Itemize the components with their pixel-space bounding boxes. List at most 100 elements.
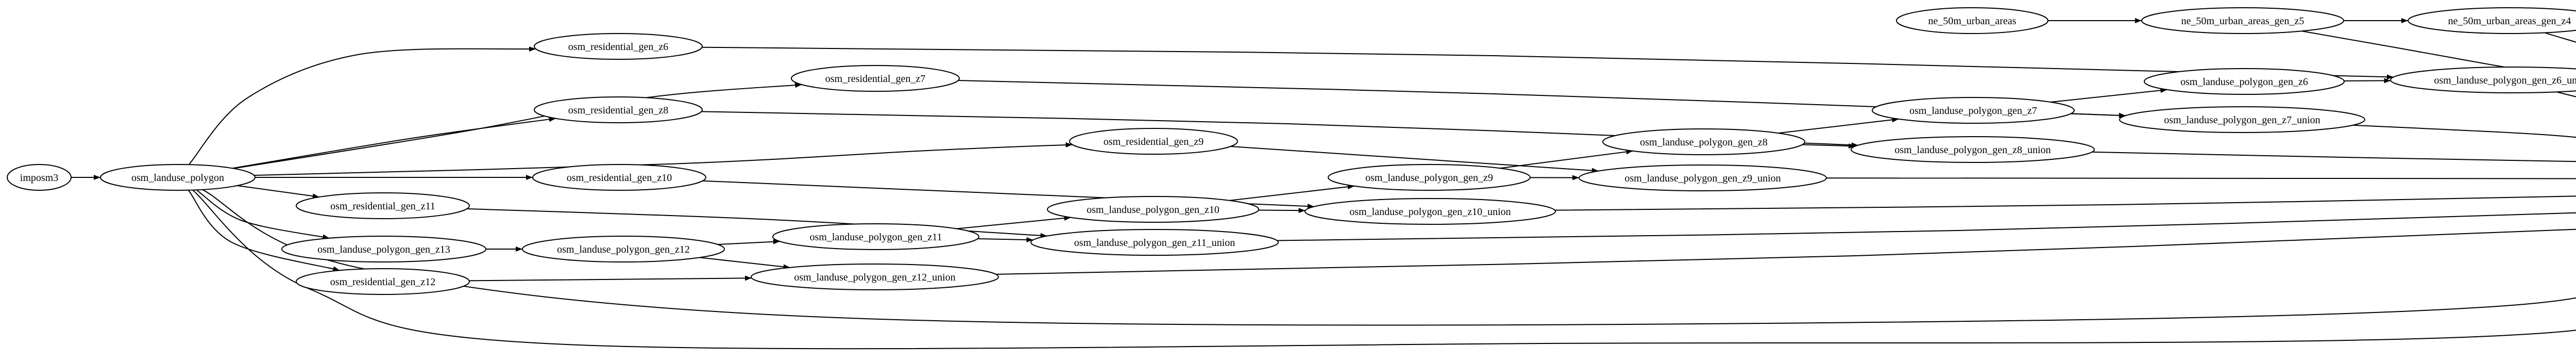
- node-ellipse-osm_landuse_polygon_gen_z9_union: [1579, 164, 1827, 191]
- node-osm_landuse_polygon_gen_z9_union: osm_landuse_polygon_gen_z9_union: [1579, 164, 1827, 191]
- node-label-osm_landuse_polygon_gen_z13: osm_landuse_polygon_gen_z13: [317, 244, 450, 255]
- node-label-osm_landuse_polygon_gen_z11: osm_landuse_polygon_gen_z11: [809, 232, 942, 243]
- node-osm_landuse_polygon_gen_z11_union: osm_landuse_polygon_gen_z11_union: [1030, 229, 1279, 256]
- node-ne_50m_urban_areas_gen_z5: ne_50m_urban_areas_gen_z5: [2141, 7, 2344, 34]
- edge-osm_landuse_polygon_gen_z10-to-osm_landuse_polygon_gen_z10_union: [1258, 208, 1306, 213]
- node-label-osm_landuse_polygon_gen_z6: osm_landuse_polygon_gen_z6: [2180, 76, 2308, 88]
- node-osm_residential_gen_z10: osm_residential_gen_z10: [532, 164, 706, 191]
- node-osm_landuse_polygon_gen_z7_union: osm_landuse_polygon_gen_z7_union: [2119, 106, 2365, 133]
- node-ellipse-osm_landuse_polygon_gen_z13: [281, 236, 486, 262]
- node-label-osm_residential_gen_z12: osm_residential_gen_z12: [330, 276, 435, 288]
- node-ellipse-osm_landuse_polygon: [100, 164, 256, 191]
- node-ellipse-osm_landuse_polygon_gen_z10_union: [1304, 198, 1556, 225]
- node-osm_landuse_polygon_gen_z12_union: osm_landuse_polygon_gen_z12_union: [751, 264, 999, 290]
- node-ellipse-osm_landuse_polygon_gen_z8_union: [1851, 136, 2095, 163]
- node-osm_landuse_polygon_gen_z10_union: osm_landuse_polygon_gen_z10_union: [1304, 198, 1556, 225]
- node-osm_landuse_polygon_gen_z8: osm_landuse_polygon_gen_z8: [1602, 128, 1805, 155]
- node-osm_landuse_polygon_gen_z13: osm_landuse_polygon_gen_z13: [281, 236, 486, 262]
- node-ellipse-osm_residential_gen_z6: [534, 33, 703, 60]
- node-osm_landuse_polygon_gen_z7: osm_landuse_polygon_gen_z7: [1872, 97, 2075, 124]
- edge-osm_landuse_polygon_gen_z12-to-osm_landuse_polygon_gen_z12_union: [699, 257, 790, 270]
- edge-osm_residential_gen_z6-to-osm_landuse_polygon_gen_z6_union: [702, 46, 2394, 80]
- node-ellipse-osm_residential_gen_z7: [791, 65, 960, 92]
- node-ne_50m_urban_areas: ne_50m_urban_areas: [1896, 7, 2048, 34]
- edge-osm_landuse_polygon_gen_z11-to-osm_landuse_polygon_gen_z10: [956, 216, 1071, 229]
- edge-osm_residential_gen_z12-to-osm_landuse_polygon_gen_z12_union: [469, 275, 752, 282]
- node-ellipse-osm_landuse_polygon_gen_z6_union: [2390, 67, 2576, 93]
- node-label-imposm3: imposm3: [20, 172, 58, 184]
- node-ellipse-osm_landuse_polygon_gen_z7: [1872, 97, 2075, 124]
- edge-osm_landuse_polygon_gen_z8-to-osm_landuse_polygon_gen_z7: [1778, 117, 1899, 134]
- node-label-osm_landuse_polygon_gen_z11_union: osm_landuse_polygon_gen_z11_union: [1074, 237, 1235, 249]
- node-osm_landuse_polygon_gen_z6: osm_landuse_polygon_gen_z6: [2144, 68, 2345, 95]
- node-label-ne_50m_urban_areas: ne_50m_urban_areas: [1928, 15, 2016, 27]
- node-osm_landuse_polygon_gen_z11: osm_landuse_polygon_gen_z11: [772, 223, 979, 250]
- edge-osm_landuse_polygon_gen_z8_union-to-layer_landuse-z8: [2092, 151, 2576, 162]
- node-ellipse-imposm3: [7, 164, 72, 191]
- node-osm_landuse_polygon: osm_landuse_polygon: [100, 164, 256, 191]
- edge-osm_landuse_polygon_gen_z12-to-osm_landuse_polygon_gen_z11: [717, 239, 780, 245]
- node-label-osm_residential_gen_z10: osm_residential_gen_z10: [567, 172, 672, 184]
- node-label-osm_landuse_polygon_gen_z7_union: osm_landuse_polygon_gen_z7_union: [2164, 114, 2320, 126]
- node-ellipse-ne_50m_urban_areas: [1896, 7, 2048, 34]
- edge-osm_landuse_polygon-to-osm_residential_gen_z11: [237, 185, 320, 199]
- edge-osm_landuse_polygon-to-osm_residential_gen_z7: [233, 83, 802, 169]
- node-ellipse-osm_landuse_polygon_gen_z6: [2144, 68, 2345, 95]
- node-label-osm_residential_gen_z9: osm_residential_gen_z9: [1104, 136, 1204, 147]
- node-ellipse-osm_landuse_polygon_gen_z7_union: [2119, 106, 2365, 133]
- edge-osm_landuse_polygon-to-osm_residential_gen_z9: [254, 142, 1073, 176]
- node-label-ne_50m_urban_areas_gen_z5: ne_50m_urban_areas_gen_z5: [2181, 15, 2304, 27]
- node-ellipse-osm_residential_gen_z9: [1069, 128, 1238, 155]
- edge-osm_landuse_polygon_gen_z9-to-osm_landuse_polygon_gen_z8: [1500, 149, 1633, 169]
- edge-osm_landuse_polygon-to-osm_landuse_polygon_gen_z13: [196, 189, 330, 240]
- edge-osm_landuse_polygon_gen_z10-to-osm_landuse_polygon_gen_z9: [1229, 184, 1354, 201]
- node-ellipse-osm_landuse_polygon_gen_z11_union: [1030, 229, 1279, 256]
- node-ellipse-osm_landuse_polygon_gen_z10: [1047, 196, 1259, 223]
- node-ellipse-osm_residential_gen_z10: [532, 164, 706, 191]
- node-ellipse-ne_50m_urban_areas_gen_z4: [2408, 7, 2576, 34]
- node-osm_landuse_polygon_gen_z8_union: osm_landuse_polygon_gen_z8_union: [1851, 136, 2095, 163]
- node-osm_landuse_polygon_gen_z6_union: osm_landuse_polygon_gen_z6_union: [2390, 67, 2576, 93]
- edge-osm_landuse_polygon-to-osm_residential_gen_z6: [188, 46, 536, 165]
- node-ellipse-osm_landuse_polygon_gen_z12_union: [751, 264, 999, 290]
- edge-osm_landuse_polygon_gen_z7-to-osm_landuse_polygon_gen_z6: [2050, 88, 2167, 103]
- node-label-osm_landuse_polygon_gen_z12: osm_landuse_polygon_gen_z12: [557, 244, 690, 255]
- edge-osm_landuse_polygon-to-osm_residential_gen_z8: [232, 117, 556, 169]
- node-label-osm_residential_gen_z8: osm_residential_gen_z8: [568, 105, 668, 116]
- node-osm_landuse_polygon_gen_z9: osm_landuse_polygon_gen_z9: [1328, 164, 1531, 191]
- node-label-osm_landuse_polygon_gen_z6_union: osm_landuse_polygon_gen_z6_union: [2434, 75, 2576, 86]
- edge-osm_landuse_polygon_gen_z10_union-to-layer_landuse-z10: [1554, 195, 2576, 211]
- node-osm_residential_gen_z7: osm_residential_gen_z7: [791, 65, 960, 92]
- edge-osm_landuse_polygon_gen_z6-to-osm_landuse_polygon_gen_z6_union: [2344, 78, 2391, 84]
- node-ne_50m_urban_areas_gen_z4: ne_50m_urban_areas_gen_z4: [2408, 7, 2576, 34]
- node-osm_residential_gen_z8: osm_residential_gen_z8: [534, 96, 703, 123]
- node-label-osm_landuse_polygon_gen_z8_union: osm_landuse_polygon_gen_z8_union: [1894, 144, 2050, 156]
- node-label-osm_landuse_polygon_gen_z9_union: osm_landuse_polygon_gen_z9_union: [1624, 173, 1781, 184]
- node-ellipse-osm_landuse_polygon_gen_z11: [772, 223, 979, 250]
- node-osm_residential_gen_z12: osm_residential_gen_z12: [296, 268, 470, 295]
- edge-ne_50m_urban_areas_gen_z4-to-layer_landuse-z4: [2545, 32, 2576, 43]
- node-label-osm_landuse_polygon_gen_z8: osm_landuse_polygon_gen_z8: [1640, 137, 1768, 148]
- node-ellipse-osm_residential_gen_z12: [296, 268, 470, 295]
- edge-osm_residential_gen_z11-to-osm_landuse_polygon_gen_z11_union: [467, 208, 1047, 238]
- node-osm_residential_gen_z6: osm_residential_gen_z6: [534, 33, 703, 60]
- node-ellipse-osm_residential_gen_z8: [534, 96, 703, 123]
- edge-osm_landuse_polygon_gen_z12_union-to-layer_landuse-z12: [995, 228, 2576, 275]
- node-osm_residential_gen_z11: osm_residential_gen_z11: [296, 192, 470, 219]
- node-label-osm_residential_gen_z11: osm_residential_gen_z11: [330, 201, 435, 212]
- node-label-osm_landuse_polygon_gen_z12_union: osm_landuse_polygon_gen_z12_union: [794, 272, 955, 283]
- node-label-ne_50m_urban_areas_gen_z4: ne_50m_urban_areas_gen_z4: [2448, 15, 2571, 27]
- node-label-osm_landuse_polygon_gen_z10: osm_landuse_polygon_gen_z10: [1087, 204, 1219, 216]
- node-label-osm_landuse_polygon: osm_landuse_polygon: [131, 172, 224, 184]
- edge-osm_residential_gen_z9-to-osm_landuse_polygon_gen_z9_union: [1230, 145, 1599, 173]
- node-imposm3: imposm3: [7, 164, 72, 191]
- node-label-osm_landuse_polygon_gen_z9: osm_landuse_polygon_gen_z9: [1365, 172, 1493, 184]
- node-label-osm_landuse_polygon_gen_z10_union: osm_landuse_polygon_gen_z10_union: [1349, 206, 1511, 218]
- edge-osm_landuse_polygon-to-osm_residential_gen_z12: [188, 190, 340, 271]
- node-osm_landuse_polygon_gen_z12: osm_landuse_polygon_gen_z12: [522, 236, 725, 262]
- node-osm_residential_gen_z9: osm_residential_gen_z9: [1069, 128, 1238, 155]
- edge-osm_landuse_polygon_gen_z7_union-to-layer_landuse-z7: [2352, 124, 2576, 138]
